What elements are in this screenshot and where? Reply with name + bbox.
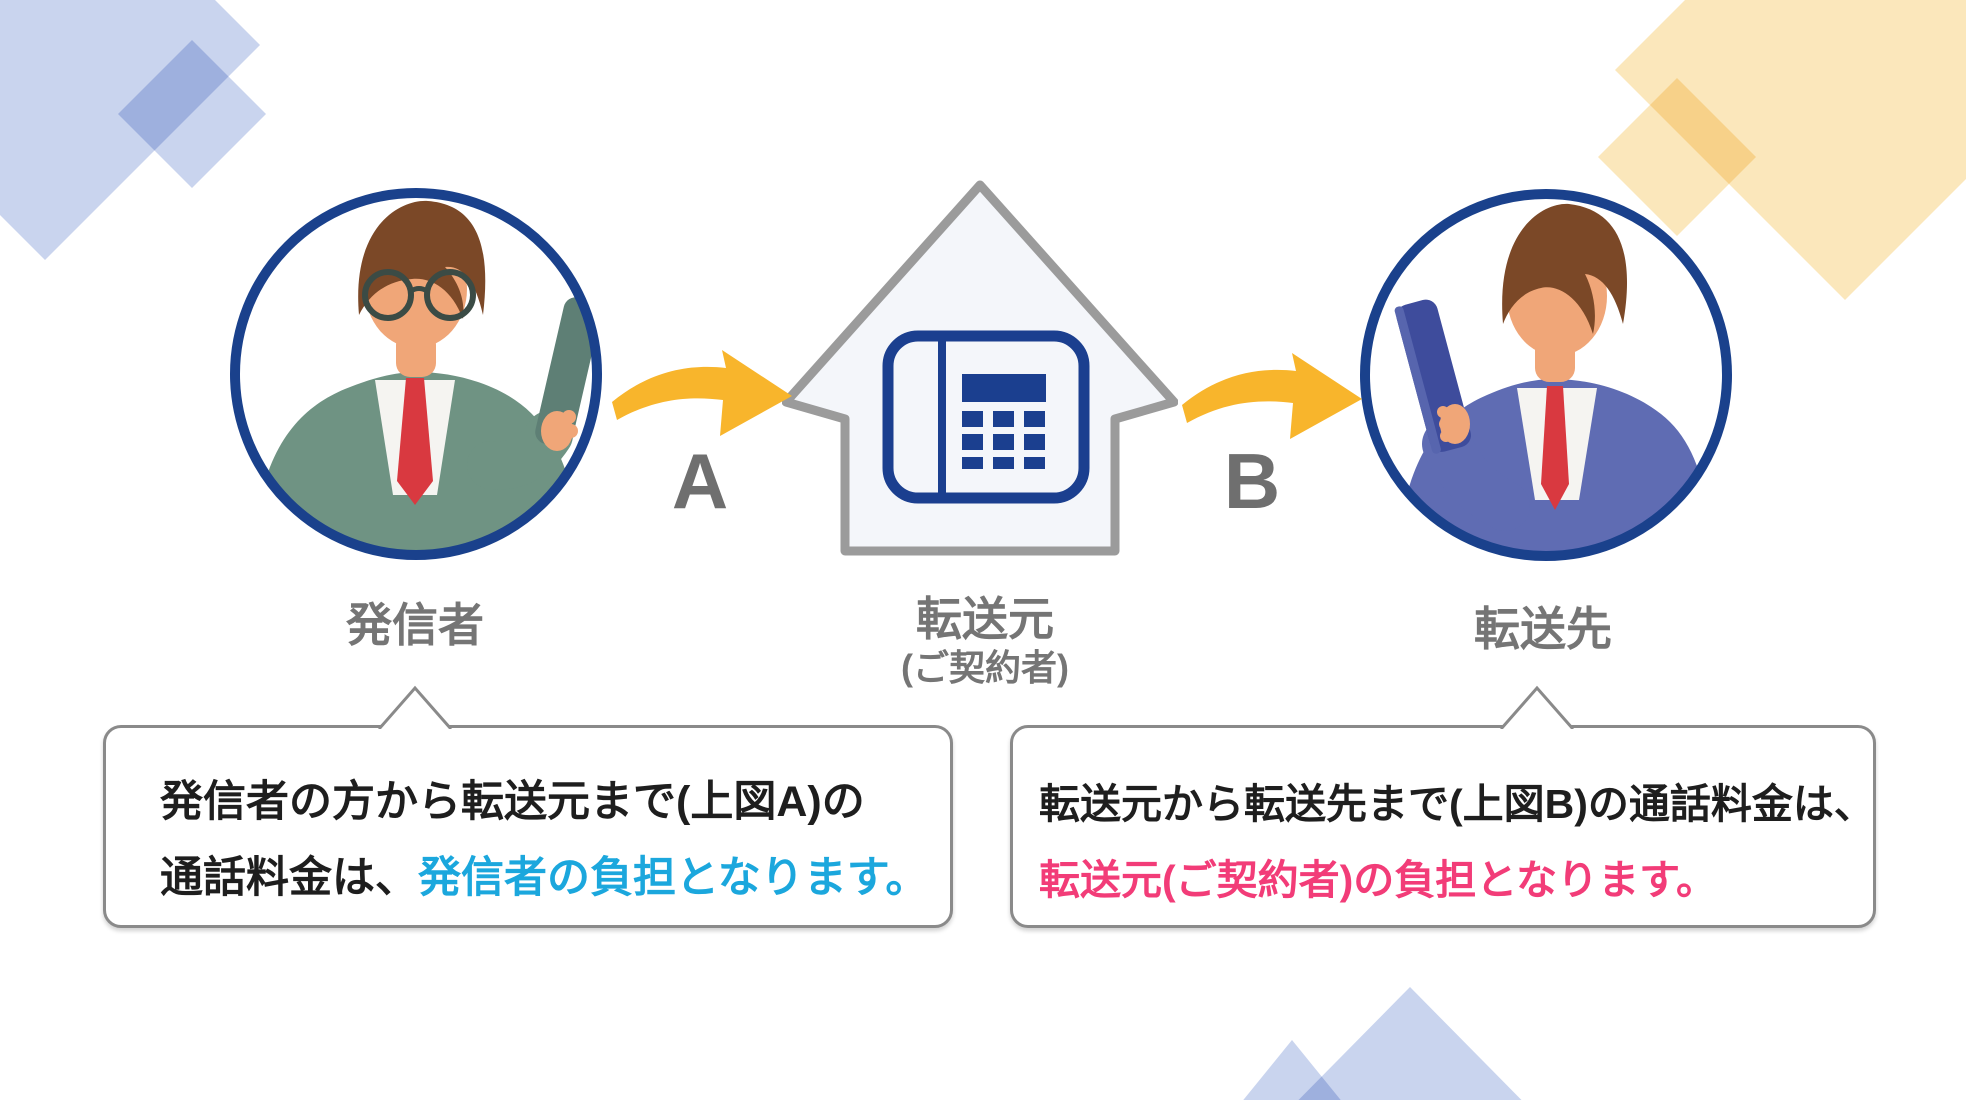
forwarder-fee-note-highlight: 転送元(ご契約者)の負担となります。 <box>1039 857 1717 903</box>
forwarder-fee-note-tail <box>1499 685 1575 729</box>
caller-fee-note-line2-prefix: 通話料金は、 <box>160 854 418 902</box>
arrow-a-label: A <box>671 437 729 525</box>
decor-diamonds-top-left <box>0 0 480 320</box>
caller-fee-note-line1: 発信者の方から転送元まで(上図A)の <box>160 778 865 826</box>
caller-fee-note: 発信者の方から転送元まで(上図A)の 通話料金は、発信者の負担となります。 <box>103 725 953 928</box>
destination-avatar <box>1353 182 1739 568</box>
arrow-a-icon <box>606 344 796 444</box>
man-with-phone-icon <box>1360 189 1732 561</box>
forwarder-fee-note-line1: 転送元から転送先まで(上図B)の通話料金は、 <box>1039 781 1875 827</box>
decor-diamonds-top-right <box>1486 0 1966 320</box>
man-with-glasses-icon <box>230 188 602 560</box>
arrow-b-icon <box>1176 347 1366 447</box>
source-sublabel: (ご契約者) <box>901 647 1069 688</box>
destination-label: 転送先 <box>1474 603 1612 655</box>
forwarder-fee-note: 転送元から転送先まで(上図B)の通話料金は、 転送元(ご契約者)の負担となります… <box>1010 725 1876 928</box>
caller-avatar <box>223 181 609 567</box>
decor-diamonds-bottom <box>1100 960 1660 1100</box>
arrow-b-label: B <box>1223 437 1281 525</box>
caller-fee-note-highlight: 発信者の負担となります。 <box>418 854 929 902</box>
caller-fee-note-tail <box>377 685 453 729</box>
forwarding-source-house <box>781 178 1179 565</box>
caller-fee-note-line2: 通話料金は、発信者の負担となります。 <box>160 840 930 916</box>
source-label: 転送元 <box>916 593 1054 645</box>
landline-phone-icon <box>882 330 1090 504</box>
caller-label: 発信者 <box>346 599 484 651</box>
house-icon <box>781 180 1179 556</box>
